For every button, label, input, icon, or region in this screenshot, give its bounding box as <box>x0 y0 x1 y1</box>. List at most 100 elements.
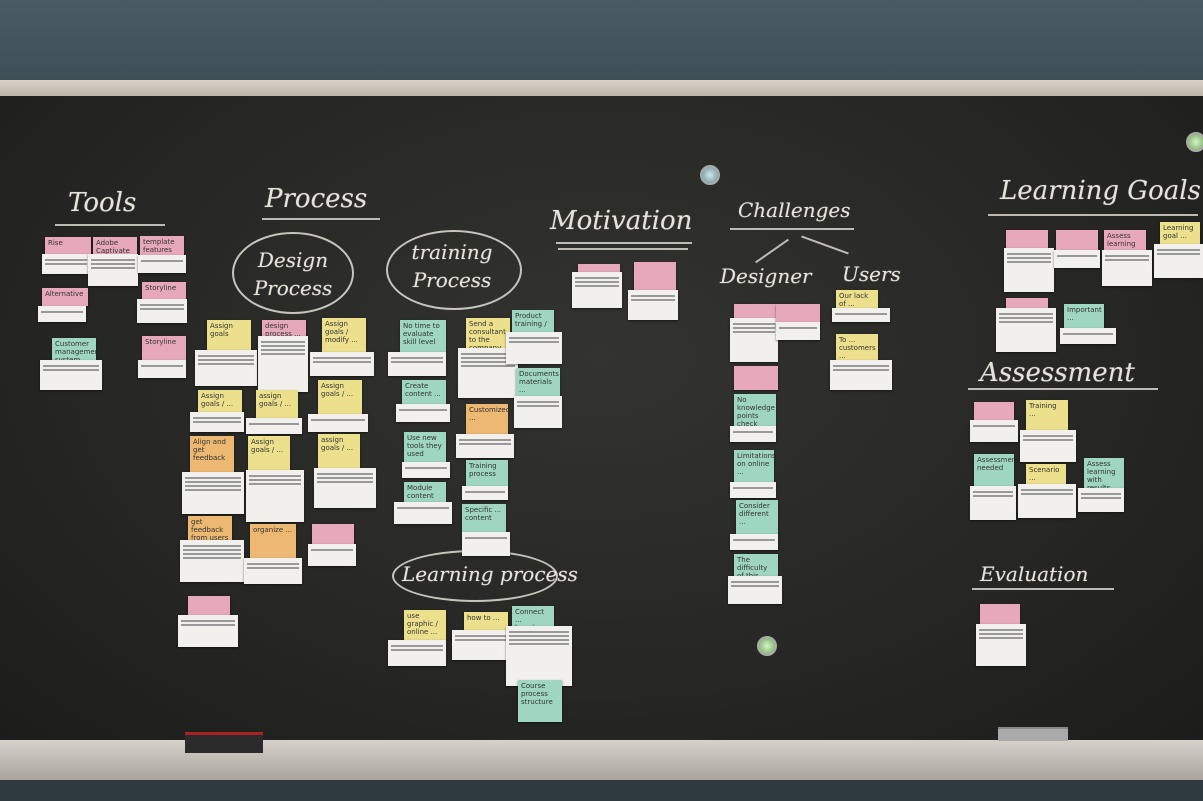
eraser-icon[interactable] <box>998 727 1068 741</box>
index-card <box>1018 484 1076 518</box>
index-card <box>258 336 308 392</box>
chalk-tray <box>0 740 1203 780</box>
sticky-note: Training ... <box>1026 400 1068 432</box>
index-card <box>730 318 778 362</box>
index-card <box>976 624 1026 666</box>
index-card <box>182 472 244 514</box>
index-card <box>88 254 138 286</box>
index-card <box>402 462 450 478</box>
sticky-note: Storyline <box>142 336 186 360</box>
index-card <box>388 640 446 666</box>
index-card <box>246 470 304 522</box>
heading-designer: Designer <box>720 264 812 288</box>
sticky-note <box>734 366 778 390</box>
heading-learning-process: Learning process <box>402 562 578 586</box>
sticky-note: Align and get feedback <box>190 436 234 474</box>
index-card <box>728 576 782 604</box>
board-frame <box>0 80 1203 98</box>
sticky-note: Specific ... content <box>462 504 506 534</box>
sticky-note: template features <box>140 236 184 256</box>
index-card <box>1102 250 1152 286</box>
sticky-note: No knowledge points check currently <box>734 394 776 428</box>
sticky-note: use graphic / online ... <box>404 610 446 640</box>
index-card <box>506 332 562 364</box>
index-card <box>572 272 622 308</box>
sticky-note: Our lack of ... <box>836 290 878 312</box>
index-card <box>190 412 244 432</box>
design-process-oval <box>232 232 354 314</box>
sticky-note <box>312 524 354 546</box>
underline <box>558 248 688 250</box>
heading-tools: Tools <box>68 188 137 218</box>
index-card <box>462 486 508 500</box>
sticky-note: Scenario ... <box>1026 464 1066 486</box>
sticky-note <box>1006 230 1048 250</box>
index-card <box>310 352 374 376</box>
index-card <box>138 255 186 273</box>
sticky-note: Consider different ... <box>736 500 778 536</box>
magnet-icon <box>757 636 777 656</box>
sticky-note: Learning goal ... <box>1160 222 1200 248</box>
index-card <box>730 482 776 498</box>
index-card <box>1154 244 1203 278</box>
underline <box>968 388 1158 390</box>
sticky-note: Create content ... <box>402 380 446 404</box>
wall <box>0 0 1203 90</box>
magnet-icon <box>700 165 720 185</box>
index-card <box>394 502 452 524</box>
index-card <box>830 360 892 390</box>
sticky-note: Training process <box>466 460 508 488</box>
index-card <box>452 630 512 660</box>
sticky-note: Customized ... <box>466 404 508 436</box>
index-card <box>314 468 376 508</box>
underline <box>988 214 1198 216</box>
sticky-note: Course process structure <box>518 680 562 722</box>
sticky-note: how to ... <box>464 612 508 634</box>
sticky-note: Assign goals / ... <box>198 390 242 412</box>
index-card <box>396 404 450 422</box>
index-card <box>178 615 238 647</box>
sticky-note: Module content <box>404 482 446 504</box>
sticky-note: Assess learning ... <box>1104 230 1146 250</box>
heading-users: Users <box>842 262 901 286</box>
sticky-note: Assign goals / ... <box>318 380 362 416</box>
index-card <box>1004 248 1054 292</box>
sticky-note: No time to evaluate skill level <box>400 320 446 354</box>
sticky-note: Documents materials ... <box>516 368 560 398</box>
index-card <box>388 352 446 376</box>
index-card <box>195 350 257 386</box>
index-card <box>40 360 102 390</box>
sticky-note <box>974 402 1014 422</box>
sticky-note: Product training / ... <box>512 310 554 332</box>
sticky-note: get feedback from users <box>188 516 232 540</box>
floor-area <box>0 780 1203 801</box>
index-card <box>514 396 562 428</box>
sticky-note <box>188 596 230 616</box>
index-card <box>456 434 514 458</box>
underline <box>55 224 165 226</box>
heading-design-process: Design Process <box>253 248 333 300</box>
sticky-note: To ... customers ... <box>836 334 878 364</box>
index-card <box>308 414 368 432</box>
index-card <box>996 308 1056 352</box>
heading-assessment: Assessment <box>980 358 1135 388</box>
sticky-note: Storyline <box>142 282 186 300</box>
sticky-note: Important ... <box>1064 304 1104 330</box>
sticky-note: assign goals / ... <box>256 390 298 420</box>
heading-challenges: Challenges <box>738 198 851 222</box>
underline <box>262 218 380 220</box>
sticky-note <box>634 262 676 294</box>
heading-training-process: training Process <box>411 240 493 292</box>
sticky-note: Adobe Captivate <box>93 237 137 255</box>
index-card <box>137 299 187 323</box>
sticky-note: Assign goals / modify ... <box>322 318 366 352</box>
heading-process: Process <box>265 184 368 214</box>
sticky-note: Assess learning with results <box>1084 458 1124 490</box>
index-card <box>138 360 186 378</box>
eraser-icon[interactable] <box>185 732 263 753</box>
sticky-note: assign goals / ... <box>318 434 360 470</box>
index-card <box>1078 488 1124 512</box>
sticky-note: Alternative <box>42 288 88 306</box>
index-card <box>1054 250 1100 268</box>
sticky-note: design process ... <box>262 320 306 338</box>
